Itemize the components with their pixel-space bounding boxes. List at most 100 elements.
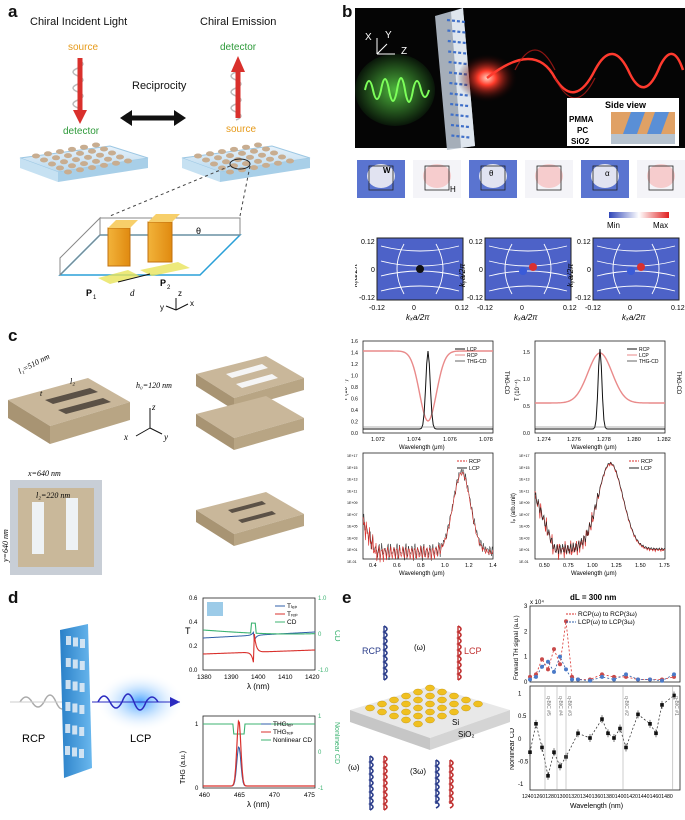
theta-label: θ [196,226,201,236]
plot-text: λ (nm) [247,682,270,691]
plot-text: 1320 [568,794,580,800]
meta-dot [274,160,282,166]
dim-theta: θ [489,169,494,178]
plot-text: 1.25 [611,563,622,569]
plot-text: 1440 [638,794,650,800]
cd-point [600,717,604,721]
d-rcp-label: RCP [22,733,45,745]
cd-point [648,722,652,726]
e-omega-top: (ω) [414,643,426,652]
plot-text: THG-CD [503,371,509,395]
slab-stripe [448,50,467,55]
plot-text: 1E+17 [347,454,358,458]
meta-dot [52,155,60,161]
e-sio2-label: SiO₂ [458,730,474,739]
dim-w: W [383,166,391,175]
k-ylabel: kᵧa/2π [566,263,575,287]
side-view-title: Side view [605,100,647,110]
si-disk [437,712,447,720]
cd-point [540,745,544,750]
meta-dot [56,149,64,155]
plot-text: 1.278 [597,437,611,443]
plot-text: 1.0 [351,374,358,380]
plot-text: 475 [304,792,315,799]
meta-dot [206,151,214,157]
plot-text: -1 [318,786,324,792]
plot-frame [202,715,316,789]
cd-point [528,750,532,754]
meta-dot [108,150,116,156]
meta-tile [72,659,78,669]
k-xtick: -0.12 [585,305,601,312]
plot-text: 1340 [580,794,592,800]
si-disk [413,704,423,712]
plot-text: 1.4 [351,351,358,357]
x640-label: x=640 nm [27,469,61,478]
si-disk [377,708,387,716]
slab-stripe [449,92,468,97]
slab-stripe [450,102,469,108]
meta-dot [84,154,92,160]
plot-text: 0.0 [189,668,198,674]
plot-text: q-BIC #2 [623,696,629,716]
meta-dot [80,144,88,150]
axis-x-label: x [190,299,194,308]
meta-tile [72,703,78,713]
plot-text: THG-CD [675,371,681,395]
meta-dot [116,154,124,160]
plot-text: 1E+17 [519,454,530,458]
plot-text: 1300 [557,794,569,800]
trcp-curve [202,633,316,663]
plot-text: 1.50 [635,563,646,569]
si-disk [401,716,411,724]
k-ytick: 0 [479,267,483,274]
b-axis-x: X [365,32,372,43]
reciprocity-label: Reciprocity [132,80,187,92]
k-ytick: -0.12 [467,295,483,302]
red-helix-icon [486,52,685,94]
d-lcp-label: LCP [130,733,151,745]
meta-dot [88,148,96,154]
si-disk [449,700,459,708]
plot-text: 1E-01 [347,560,357,564]
plot-text: q-BIC #5 [545,696,551,716]
plot-text: THG (a.u.) [180,751,187,784]
meta-dot [242,161,250,167]
lcp-point [612,677,616,682]
structure-bilayer [196,356,304,450]
meta-dot [266,156,274,162]
plot-text: 1390 [224,674,239,681]
meta-dot [68,146,76,152]
cd-point [660,703,664,707]
panel-b-illustration: X Y Z Side view PMMA PC SiO2 W H θ α Min… [355,8,685,322]
plot-text: 0.50 [539,563,550,569]
plot-text: 1410 [278,674,293,681]
panel-c-letter: c [8,326,18,345]
lcp-point [648,677,652,682]
plot-text: 0.6 [189,596,198,602]
meta-dot [100,162,108,168]
slab-stripe [446,18,466,24]
plot-text: LCP [639,353,649,359]
plot-text: 3 [524,604,528,610]
plot-frame [362,452,494,560]
plot-text: 1280 [545,794,557,800]
plot-text: 1.282 [657,437,671,443]
plot-text: 0.6 [393,563,401,569]
k-ylabel: kᵧa/2π [355,263,359,287]
meta-dot [242,144,250,150]
plot-text: q-BIC #4 [557,696,563,716]
si-disk [389,704,399,712]
lcp-curve [363,350,493,430]
si-disk [449,708,459,716]
plot-text: 0.5 [518,714,527,720]
meta-dot [76,150,84,156]
plot-frame [534,452,666,560]
meta-dot [218,149,226,155]
lcp-point [588,678,592,683]
plot-text: Nonlinear CD [510,728,516,770]
plot-text: RCP [467,353,478,359]
panel-b-letter: b [342,2,353,21]
meta-dot [230,146,238,152]
